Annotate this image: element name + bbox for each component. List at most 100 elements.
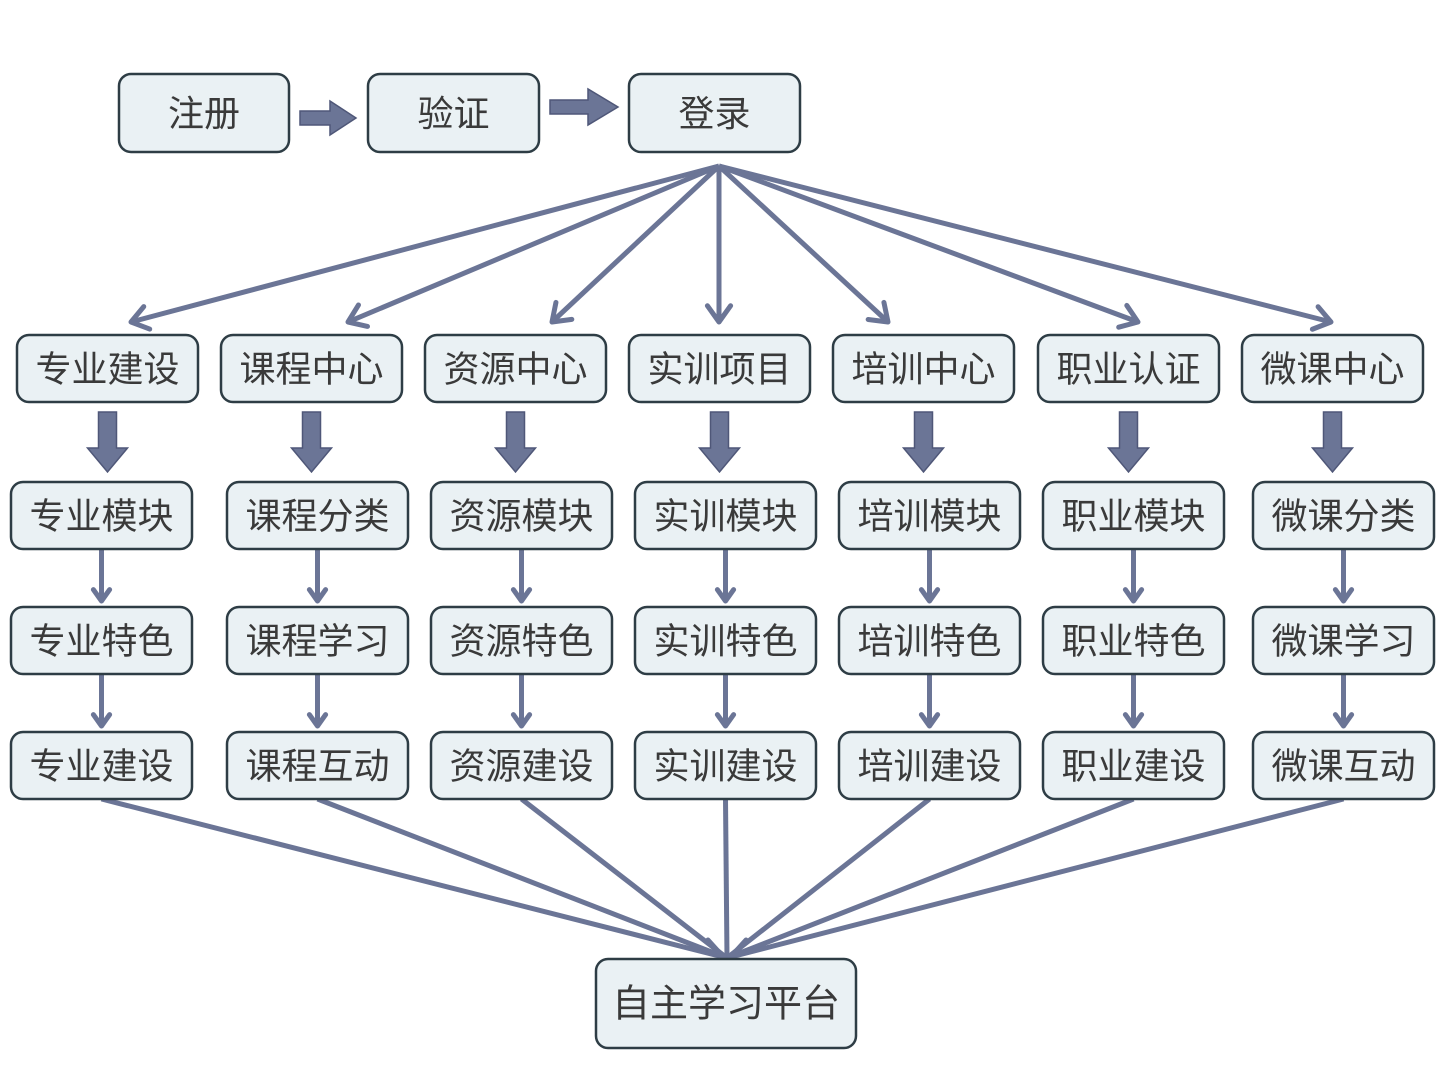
final-node-box xyxy=(594,957,858,1050)
step-node-5-3: 培训建设 xyxy=(837,730,1022,801)
step-node-4-3-box xyxy=(633,730,818,801)
arrow-step1-to-step2-7 xyxy=(1332,549,1355,604)
arrow-category-to-step-7 xyxy=(1310,411,1355,474)
final-node: 自主学习平台 xyxy=(594,957,858,1050)
step-node-2-1-box xyxy=(225,480,410,551)
step-node-7-2-label: 微课学习 xyxy=(1271,622,1415,663)
step-node-7-1: 微课分类 xyxy=(1251,480,1436,551)
step-node-6-2-box xyxy=(1041,605,1226,676)
step-node-2-2-label: 课程学习 xyxy=(245,622,389,663)
arrow-login-to-category-1-shaft xyxy=(130,163,720,325)
category-node-1: 专业建设 xyxy=(15,333,200,404)
step-node-3-1-label: 资源模块 xyxy=(449,497,593,538)
category-node-2-box xyxy=(219,333,404,404)
line-step3-to-final-3 xyxy=(519,797,729,960)
step-node-3-1-box xyxy=(429,480,614,551)
arrow-step2-to-step3-1 xyxy=(90,674,113,729)
step-node-5-1: 培训模块 xyxy=(837,480,1022,551)
step-node-2-3-label: 课程互动 xyxy=(245,747,389,788)
step-node-7-1-box xyxy=(1251,480,1436,551)
step-node-1-2: 专业特色 xyxy=(9,605,194,676)
step-node-5-3-label: 培训建设 xyxy=(857,747,1001,788)
arrow-login-to-category-2-shaft xyxy=(347,163,720,325)
line-step3-to-final-2 xyxy=(316,796,728,961)
arrow-step1-to-step2-4 xyxy=(714,549,737,604)
arrow-step1-to-step2-6-head xyxy=(1122,587,1145,604)
step-node-6-3-label: 职业建设 xyxy=(1061,747,1205,788)
arrow-step1-to-step2-5-head xyxy=(918,587,941,604)
arrow-step1-to-step2-2 xyxy=(306,549,329,604)
arrow-category-to-step-4 xyxy=(697,411,742,474)
line-step3-to-final-7 xyxy=(726,796,1345,961)
step-node-2-3: 课程互动 xyxy=(225,730,410,801)
step-node-4-1-label: 实训模块 xyxy=(653,497,797,538)
arrow-step1-to-step2-3-head xyxy=(510,587,533,604)
step-node-5-2-box xyxy=(837,605,1022,676)
category-node-7-box xyxy=(1240,333,1425,404)
category-node-5: 培训中心 xyxy=(831,333,1016,404)
connectors xyxy=(85,87,1355,964)
step-node-7-3-box xyxy=(1251,730,1436,801)
arrow-step2-to-step3-4-head xyxy=(714,712,737,729)
arrow-login-to-category-4 xyxy=(704,166,734,325)
nodes: 注册验证登录专业建设专业模块专业特色专业建设课程中心课程分类课程学习课程互动资源… xyxy=(9,72,1436,1050)
top-node-3: 登录 xyxy=(627,72,802,154)
step-node-5-3-box xyxy=(837,730,1022,801)
step-node-6-2: 职业特色 xyxy=(1041,605,1226,676)
arrow-step2-to-step3-4 xyxy=(714,674,737,729)
arrow-login-to-category-5-shaft xyxy=(717,164,890,324)
step-node-7-2: 微课学习 xyxy=(1251,605,1436,676)
step-node-5-2: 培训特色 xyxy=(837,605,1022,676)
arrow-top-1 xyxy=(299,99,358,137)
arrow-step1-to-step2-3 xyxy=(510,549,533,604)
step-node-3-3-box xyxy=(429,730,614,801)
category-node-5-label: 培训中心 xyxy=(851,350,995,391)
arrow-category-to-step-3 xyxy=(493,411,538,474)
top-node-2: 验证 xyxy=(366,72,541,154)
step-node-1-1: 专业模块 xyxy=(9,480,194,551)
arrow-category-to-step-1 xyxy=(85,411,130,474)
arrow-login-to-category-1-head xyxy=(128,304,153,332)
step-node-2-1-label: 课程分类 xyxy=(245,497,389,538)
arrow-step1-to-step2-6 xyxy=(1122,549,1145,604)
category-node-6: 职业认证 xyxy=(1036,333,1221,404)
step-node-7-1-label: 微课分类 xyxy=(1271,497,1415,538)
line-step3-to-final-1 xyxy=(100,796,728,961)
step-node-5-2-label: 培训特色 xyxy=(857,622,1001,663)
step-node-2-2-box xyxy=(225,605,410,676)
arrow-step2-to-step3-7-head xyxy=(1332,712,1355,729)
step-node-4-2: 实训特色 xyxy=(633,605,818,676)
category-node-4-label: 实训项目 xyxy=(647,350,791,391)
category-node-2: 课程中心 xyxy=(219,333,404,404)
arrow-category-to-step-6 xyxy=(1106,411,1151,474)
arrow-category-to-step-5 xyxy=(901,411,946,474)
category-node-4-box xyxy=(627,333,812,404)
category-node-7: 微课中心 xyxy=(1240,333,1425,404)
arrow-login-to-category-3-shaft xyxy=(550,164,721,324)
category-node-1-label: 专业建设 xyxy=(35,350,179,391)
category-node-7-label: 微课中心 xyxy=(1260,350,1404,391)
arrow-login-to-category-5 xyxy=(717,164,891,325)
step-node-4-2-box xyxy=(633,605,818,676)
step-node-6-3-box xyxy=(1041,730,1226,801)
arrow-login-to-category-5-head xyxy=(865,299,891,325)
line-step3-to-final-5 xyxy=(725,797,932,960)
step-node-3-1: 资源模块 xyxy=(429,480,614,551)
category-node-2-label: 课程中心 xyxy=(239,350,383,391)
top-node-2-box xyxy=(366,72,541,154)
arrow-login-to-category-1 xyxy=(128,163,720,332)
category-node-6-box xyxy=(1036,333,1221,404)
line-step3-to-final-6 xyxy=(726,796,1135,961)
step-node-1-1-box xyxy=(9,480,194,551)
step-node-4-2-label: 实训特色 xyxy=(653,622,797,663)
arrow-step2-to-step3-6 xyxy=(1122,674,1145,729)
arrow-login-to-category-7-head xyxy=(1309,304,1334,332)
step-node-1-1-label: 专业模块 xyxy=(29,497,173,538)
top-node-1-box xyxy=(117,72,291,154)
step-node-4-1-box xyxy=(633,480,818,551)
arrow-step2-to-step3-6-head xyxy=(1122,712,1145,729)
arrow-login-to-category-6-head xyxy=(1116,302,1141,330)
step-node-1-3-label: 专业建设 xyxy=(29,747,173,788)
step-node-3-2-label: 资源特色 xyxy=(449,622,593,663)
